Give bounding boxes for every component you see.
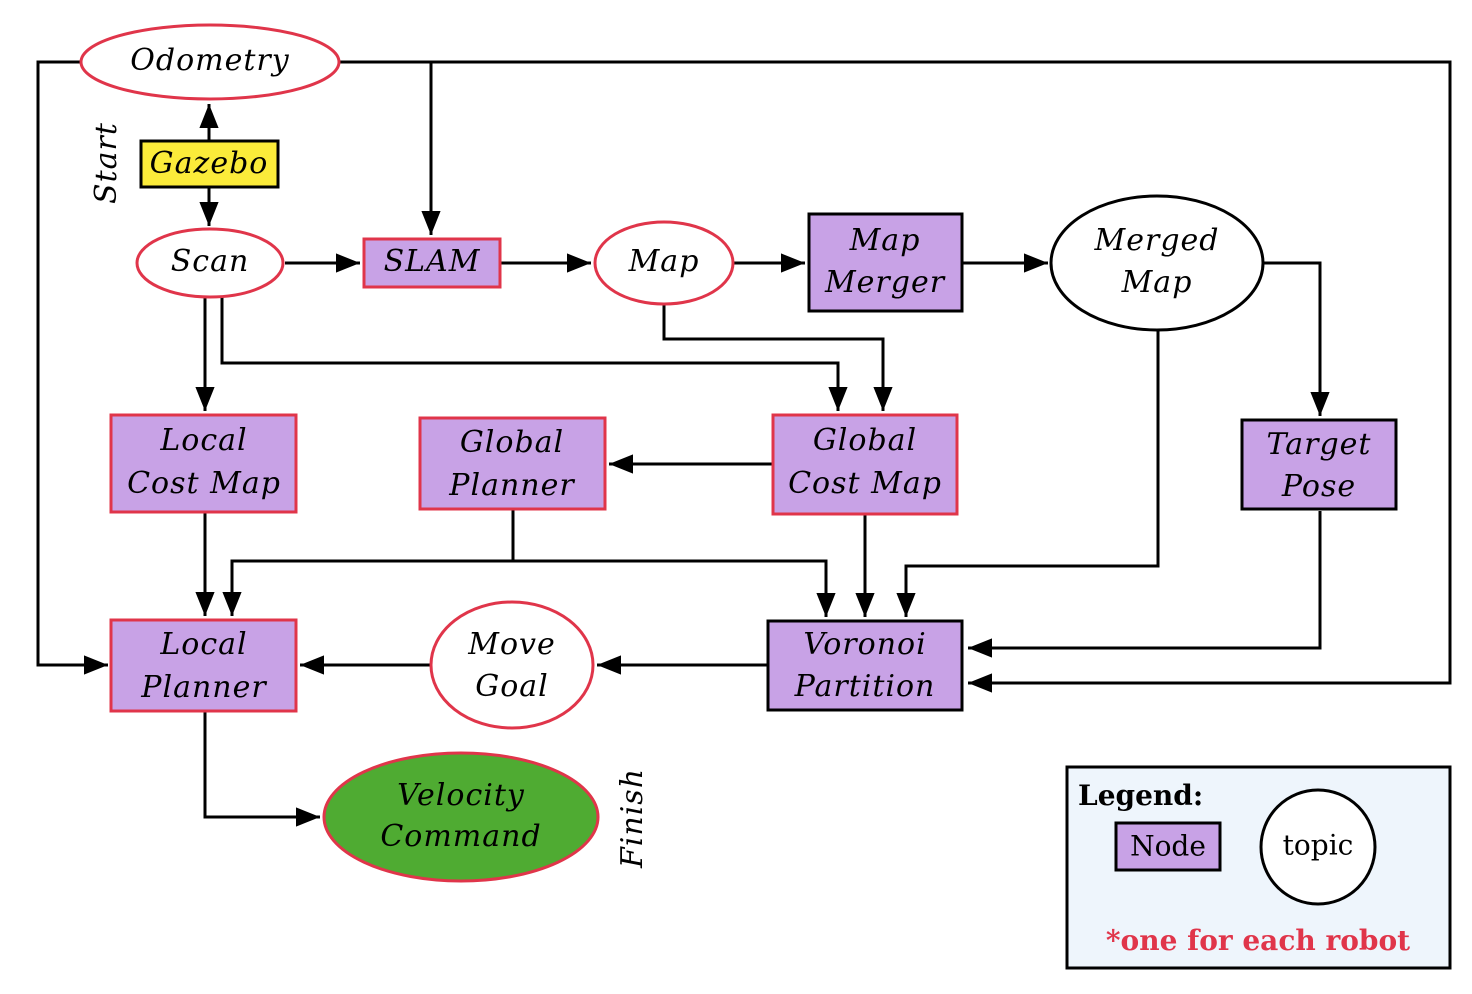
gazebo-box (139, 139, 280, 189)
finish-annotation: Finish (615, 768, 650, 869)
edge-merged-map-target-pose (1264, 261, 1330, 416)
topic-ellipse (1049, 194, 1265, 332)
node-velocity-command: Velocity Command (322, 751, 600, 883)
node-map-merger: Map Merger (807, 212, 964, 313)
local-planner-box (109, 618, 298, 713)
topic-ellipse (79, 23, 341, 101)
gazebo-label: Gazebo (150, 146, 269, 181)
edge-odometry-local-planner (36, 60, 108, 675)
merged-map-label-2: Map (1121, 265, 1193, 300)
edge-map-global-cost-map (662, 305, 893, 411)
legend-topic-label: topic (1283, 829, 1354, 862)
target-pose-label-1: Target (1267, 427, 1372, 462)
node-merged-map: Merged Map (1049, 194, 1265, 332)
slam-label: SLAM (384, 244, 481, 279)
local-cost-map-label-1: Local (159, 423, 247, 458)
node-voronoi-partition: Voronoi Partition (766, 619, 964, 712)
legend-title: Legend: (1078, 779, 1203, 812)
edge-target-pose-voronoi (968, 511, 1322, 658)
node-target-pose: Target Pose (1240, 418, 1398, 511)
velocity-command-label-2: Command (380, 819, 541, 854)
node-map: Map (593, 220, 735, 306)
scan-label: Scan (171, 244, 250, 279)
global-planner-label-2: Planner (448, 468, 575, 503)
edge-local-planner-velocity-command (203, 712, 320, 827)
target-pose-box (1240, 418, 1398, 511)
odometry-label: Odometry (130, 43, 289, 78)
merged-map-label-1: Merged (1094, 223, 1220, 258)
local-planner-label-2: Planner (140, 670, 267, 705)
map-merger-label-1: Map (849, 223, 921, 258)
edge-global-planner-local-planner (222, 510, 515, 616)
move-goal-label-1: Move (467, 627, 555, 662)
edge-scan-global-cost-map (220, 297, 848, 411)
local-cost-map-box (109, 413, 298, 514)
node-move-goal: Move Goal (429, 600, 595, 730)
edge-odometry-slam (340, 60, 441, 235)
legend-node-swatch (1114, 821, 1222, 872)
node-scan: Scan (135, 227, 285, 299)
legend-topic-swatch (1259, 788, 1377, 906)
node-odometry: Odometry (79, 23, 341, 101)
node-global-planner: Global Planner (418, 416, 607, 511)
velocity-command-label-1: Velocity (397, 778, 525, 813)
edge-merged-map-voronoi (896, 330, 1160, 617)
global-cost-map-box (771, 413, 959, 516)
edges (36, 60, 1452, 827)
map-merger-label-2: Merger (824, 265, 946, 300)
legend-note: *one for each robot (1106, 924, 1410, 957)
global-planner-box (418, 416, 607, 511)
voronoi-partition-box (766, 619, 964, 712)
topic-ellipse (593, 220, 735, 306)
global-planner-label-1: Global (460, 425, 564, 460)
topic-ellipse (429, 600, 595, 730)
voronoi-partition-label-1: Voronoi (803, 627, 926, 662)
edge-odometry-voronoi (431, 60, 1452, 693)
node-slam: SLAM (362, 237, 502, 289)
edge-global-planner-voronoi (513, 559, 836, 617)
legend: Legend: Node topic *one for each robot (1065, 765, 1452, 970)
node-local-cost-map: Local Cost Map (109, 413, 298, 514)
map-merger-box (807, 212, 964, 313)
target-pose-label-2: Pose (1281, 469, 1356, 504)
map-label: Map (628, 244, 700, 279)
node-gazebo: Gazebo (139, 139, 280, 189)
local-cost-map-label-2: Cost Map (127, 466, 281, 501)
local-planner-label-1: Local (159, 627, 247, 662)
global-cost-map-label-2: Cost Map (788, 466, 942, 501)
global-cost-map-label-1: Global (813, 423, 917, 458)
node-local-planner: Local Planner (109, 618, 298, 713)
slam-box (362, 237, 502, 289)
move-goal-label-2: Goal (475, 669, 549, 704)
voronoi-partition-label-2: Partition (794, 669, 936, 704)
topic-ellipse (135, 227, 285, 299)
node-global-cost-map: Global Cost Map (771, 413, 959, 516)
start-annotation: Start (89, 122, 124, 204)
topic-ellipse (322, 751, 600, 883)
legend-node-label: Node (1130, 830, 1206, 863)
